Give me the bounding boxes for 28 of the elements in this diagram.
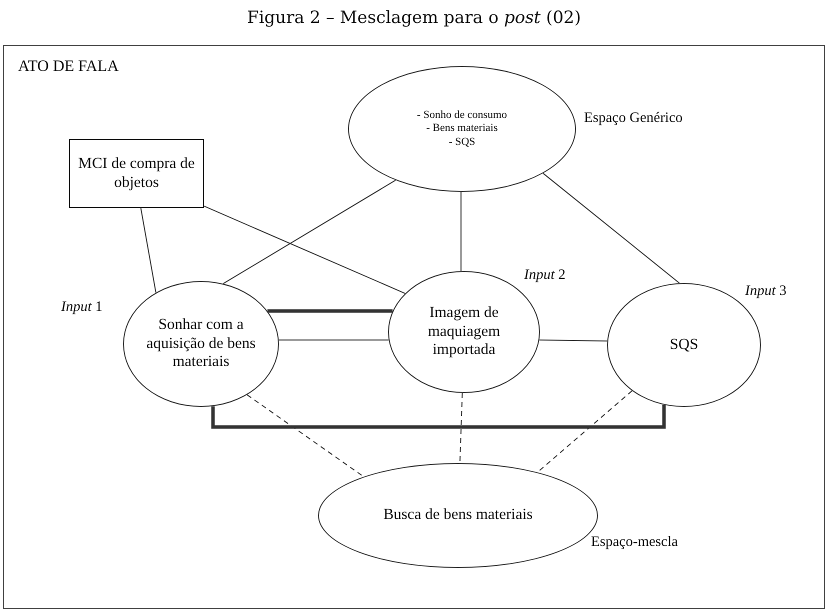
dashed-connector [459,392,463,464]
connector-line [211,404,666,429]
space-text: Sonhar com a aquisição de bens materiais [145,316,257,372]
space-label: Input 1 [61,299,102,316]
dashed-connector [537,390,633,473]
connector-line [542,172,680,284]
space-text: - SQS [448,136,476,150]
space-label: Espaço Genérico [584,110,683,127]
dashed-connector [246,394,364,478]
concept-box [69,139,204,208]
frame-box [3,45,825,609]
space-label: Espaço-mescla [591,534,678,551]
space-text: Imagem de maquiagem importada [426,304,502,360]
box-text: MCI de compra de objetos [77,154,196,192]
connector-line [140,208,156,294]
figure-title: Figura 2 – Mesclagem para o post (02) [246,8,582,28]
connector-line [222,180,396,284]
connector-line [538,340,608,342]
connector-line [204,206,406,294]
space-text: Busca de bens materiais [383,506,533,525]
space-text: - Bens materiais [426,122,498,136]
space-label: Input 2 [524,267,566,284]
connector-line [460,192,462,272]
frame-heading: ATO DE FALA [18,58,119,76]
space-label: Input 3 [745,283,786,300]
connector-line [267,309,393,313]
space-text: SQS [670,336,698,354]
space-text: - Sonho de consumo [416,108,508,122]
